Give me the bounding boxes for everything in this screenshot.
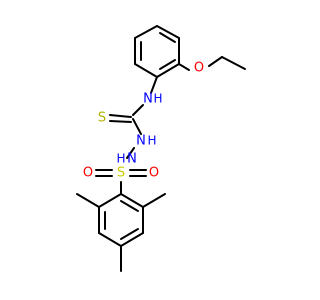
oxygen-ether-label: O bbox=[194, 61, 204, 76]
bond bbox=[120, 193, 144, 208]
bond bbox=[98, 193, 122, 208]
hydrogen-hydrazine-2-label: H bbox=[116, 152, 125, 166]
ethoxyphenyl-ring bbox=[134, 25, 180, 78]
bond bbox=[159, 32, 176, 43]
bond bbox=[109, 114, 132, 118]
sulfonyl-group bbox=[95, 169, 147, 195]
bond bbox=[150, 76, 158, 94]
bond bbox=[132, 118, 142, 135]
thiosemicarbazide-chain bbox=[109, 76, 158, 159]
bond bbox=[120, 200, 139, 212]
molecule-diagram: O N H S N H N H S O O bbox=[76, 25, 246, 272]
hydrogen-aniline-label: H bbox=[153, 92, 162, 106]
bond bbox=[134, 63, 158, 78]
bond bbox=[156, 63, 180, 78]
oxygen-sulfonyl-right-label: O bbox=[149, 166, 159, 181]
bond bbox=[126, 147, 135, 159]
nitrogen-hydrazine-1-label: N bbox=[136, 134, 146, 149]
bond bbox=[159, 59, 176, 70]
bond bbox=[208, 56, 223, 67]
bond bbox=[98, 232, 122, 247]
bond bbox=[120, 228, 139, 240]
mesityl-ring bbox=[98, 193, 144, 247]
bond bbox=[134, 25, 158, 39]
bond bbox=[109, 120, 132, 123]
sulfur-thione-label: S bbox=[98, 111, 106, 126]
methyl-groups bbox=[76, 193, 166, 272]
bond bbox=[132, 104, 144, 116]
bond bbox=[156, 25, 180, 39]
nitrogen-aniline-label: N bbox=[143, 92, 153, 107]
bond bbox=[221, 56, 246, 70]
bond bbox=[142, 193, 166, 208]
ethoxy-group bbox=[178, 56, 246, 71]
bond bbox=[120, 232, 144, 247]
nitrogen-hydrazine-2-label: N bbox=[127, 152, 137, 167]
sulfur-sulfonyl-label: S bbox=[117, 166, 125, 181]
oxygen-sulfonyl-left-label: O bbox=[83, 166, 93, 181]
bond bbox=[178, 63, 190, 71]
hydrogen-hydrazine-1-label: H bbox=[147, 134, 156, 148]
bond bbox=[76, 193, 100, 208]
